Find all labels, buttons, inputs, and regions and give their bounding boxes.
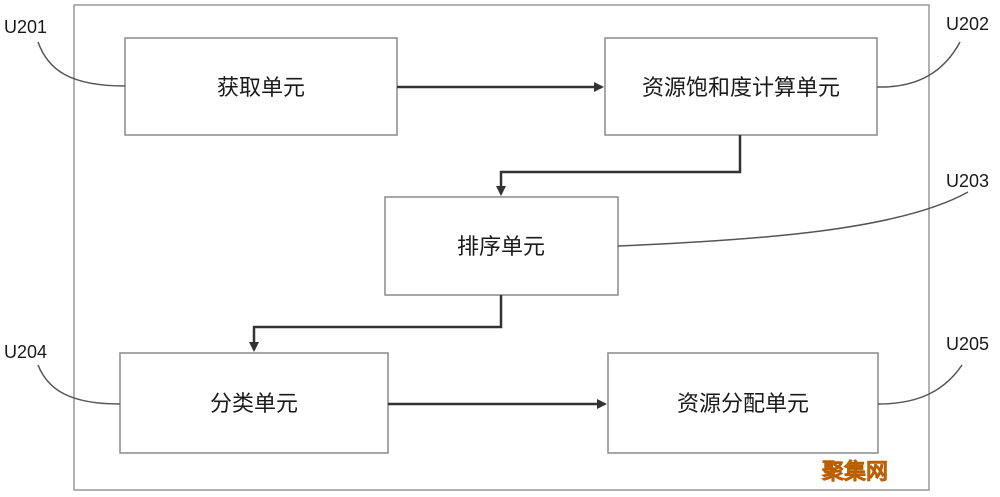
watermark-logo: 聚集网 <box>821 459 888 485</box>
box-allocate-unit: 资源分配单元 <box>607 352 879 454</box>
box-classify-unit: 分类单元 <box>119 352 389 454</box>
arrow-sort-to-classify <box>249 295 503 352</box>
leader-u203 <box>617 191 969 247</box>
leader-u202 <box>876 41 961 88</box>
box-allocate-label: 资源分配单元 <box>677 392 809 417</box>
box-acquire-label: 获取单元 <box>217 76 305 101</box>
box-saturation-unit: 资源饱和度计算单元 <box>604 37 878 136</box>
arrow-saturation-to-sort <box>496 135 742 196</box>
box-saturation-label: 资源饱和度计算单元 <box>642 76 840 101</box>
outer-frame <box>73 4 930 491</box>
box-classify-label: 分类单元 <box>210 392 298 417</box>
leader-u204 <box>37 364 121 405</box>
leader-u201 <box>37 41 126 87</box>
ref-u205: U205 <box>946 334 989 354</box>
ref-u204: U204 <box>4 342 47 362</box>
ref-u202: U202 <box>946 14 989 34</box>
box-acquire-unit: 获取单元 <box>124 37 398 136</box>
ref-u201: U201 <box>4 17 47 37</box>
leader-u205 <box>877 364 963 405</box>
box-sort-unit: 排序单元 <box>384 196 619 296</box>
ref-u203: U203 <box>946 171 989 191</box>
box-sort-label: 排序单元 <box>457 235 545 260</box>
